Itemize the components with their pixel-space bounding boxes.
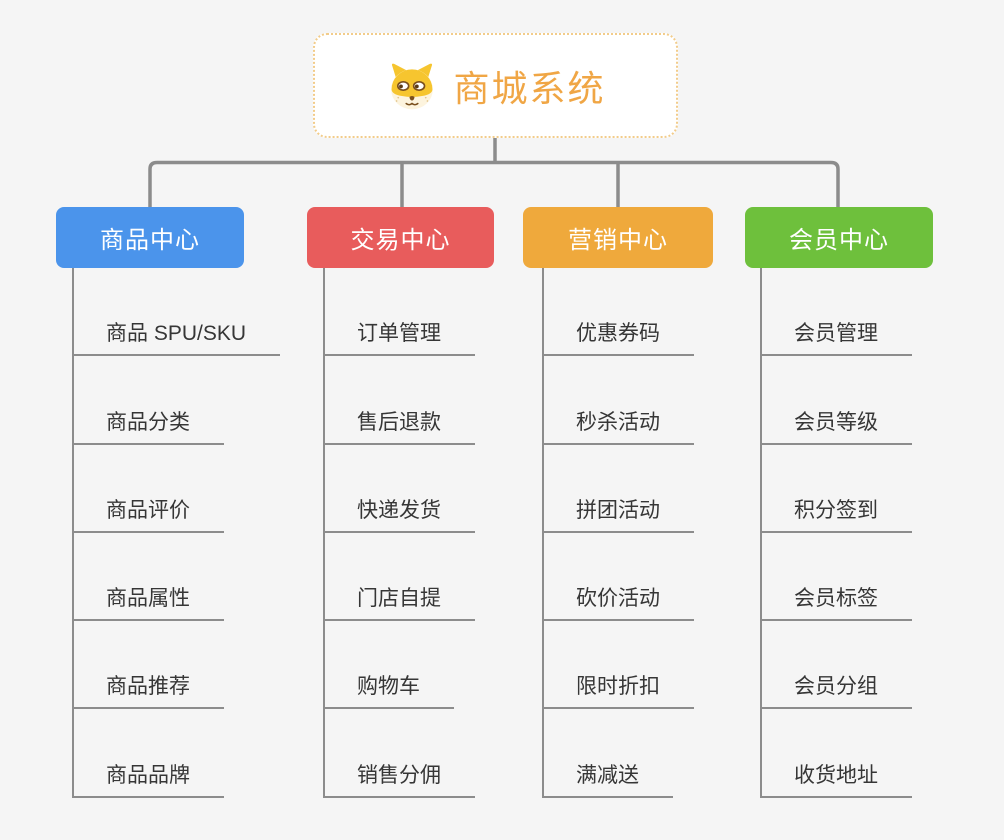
root-node-mall-system[interactable]: 商城系统 bbox=[313, 33, 678, 138]
root-node-label: 商城系统 bbox=[453, 67, 606, 109]
branch-label: 会员中心 bbox=[789, 227, 889, 254]
list-item[interactable]: 会员分组 bbox=[762, 621, 912, 710]
member-center-item-list: 会员管理 会员等级 积分签到 会员标签 会员分组 收货地址 bbox=[760, 268, 912, 798]
list-item[interactable]: 购物车 bbox=[325, 621, 454, 710]
list-item[interactable]: 商品推荐 bbox=[74, 621, 224, 710]
list-item[interactable]: 售后退款 bbox=[325, 356, 475, 445]
list-item[interactable]: 砍价活动 bbox=[544, 533, 694, 622]
branch-label: 商品中心 bbox=[100, 227, 200, 254]
list-item[interactable]: 商品 SPU/SKU bbox=[74, 268, 281, 357]
list-item[interactable]: 满减送 bbox=[544, 709, 673, 798]
list-item[interactable]: 秒杀活动 bbox=[544, 356, 694, 445]
branch-node-member-center[interactable]: 会员中心 bbox=[745, 207, 933, 268]
dog-face-icon bbox=[391, 63, 434, 109]
branch-label: 营销中心 bbox=[568, 227, 668, 254]
branch-node-product-center[interactable]: 商品中心 bbox=[56, 207, 244, 268]
branch-node-trade-center[interactable]: 交易中心 bbox=[307, 207, 494, 268]
branch-rail-line bbox=[148, 160, 840, 207]
list-item[interactable]: 门店自提 bbox=[325, 533, 475, 622]
list-item[interactable]: 限时折扣 bbox=[544, 621, 694, 710]
list-item[interactable]: 拼团活动 bbox=[544, 445, 694, 533]
list-item[interactable]: 订单管理 bbox=[325, 268, 475, 357]
branch-label: 交易中心 bbox=[350, 227, 451, 254]
list-item[interactable]: 销售分佣 bbox=[325, 709, 475, 798]
list-item[interactable]: 商品属性 bbox=[74, 533, 224, 622]
branch-node-marketing-center[interactable]: 营销中心 bbox=[523, 207, 713, 268]
list-item[interactable]: 积分签到 bbox=[762, 445, 912, 533]
trade-center-item-list: 订单管理 售后退款 快递发货 门店自提 购物车 销售分佣 bbox=[323, 268, 475, 798]
list-item[interactable]: 快递发货 bbox=[325, 445, 475, 533]
list-item[interactable]: 商品评价 bbox=[74, 445, 224, 533]
list-item[interactable]: 收货地址 bbox=[762, 709, 912, 798]
list-item[interactable]: 商品品牌 bbox=[74, 709, 224, 798]
list-item[interactable]: 会员管理 bbox=[762, 268, 912, 357]
product-center-item-list: 商品 SPU/SKU 商品分类 商品评价 商品属性 商品推荐 商品品牌 bbox=[72, 268, 281, 798]
list-item[interactable]: 会员标签 bbox=[762, 533, 912, 622]
list-item[interactable]: 商品分类 bbox=[74, 356, 224, 445]
list-item[interactable]: 会员等级 bbox=[762, 356, 912, 445]
marketing-center-item-list: 优惠券码 秒杀活动 拼团活动 砍价活动 限时折扣 满减送 bbox=[542, 268, 694, 798]
list-item[interactable]: 优惠券码 bbox=[544, 268, 694, 357]
